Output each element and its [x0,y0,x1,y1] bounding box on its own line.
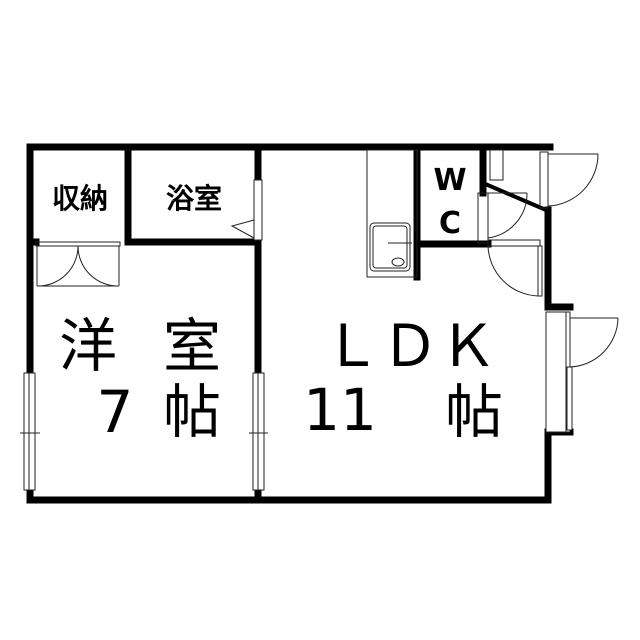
entrance-door[interactable] [489,149,599,209]
kitchen-counter [366,149,418,278]
ldk-size: 11 [303,376,377,444]
balcony-door[interactable] [545,311,619,433]
bathroom-label: 浴室 [166,182,222,215]
bathroom-door[interactable] [230,179,263,241]
walls [26,143,574,504]
ldk-unit: 帖 [445,378,503,446]
western-room-unit: 帖 [163,378,221,446]
ldk-label: ＬＤＫ [323,312,497,380]
sliding-door-partition[interactable] [249,372,268,491]
window-west [20,372,40,491]
western-room-label-2: 室 [163,312,221,380]
western-room-size: 7 [97,378,134,446]
wc-label-c: C [439,206,461,241]
wc-label-w: W [433,163,466,198]
wc-door[interactable] [477,192,528,244]
western-room-label-1: 洋 [59,312,117,380]
drain-icon [391,257,405,267]
closet-door[interactable] [35,241,121,287]
interior-door[interactable] [487,239,543,297]
storage-label: 収納 [52,182,108,215]
